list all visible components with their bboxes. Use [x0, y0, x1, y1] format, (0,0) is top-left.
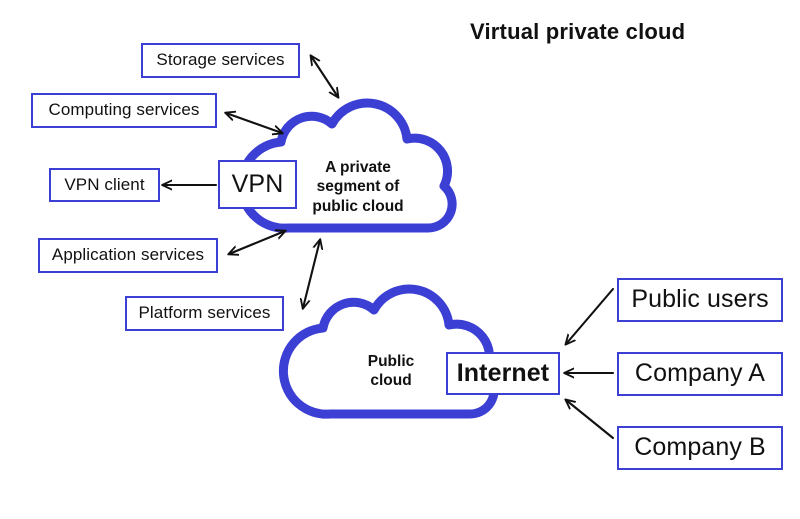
- page-title: Virtual private cloud: [470, 19, 686, 44]
- node-vpn[interactable]: VPN: [218, 160, 297, 209]
- node-platform-services[interactable]: Platform services: [125, 296, 284, 331]
- node-internet[interactable]: Internet: [446, 352, 560, 395]
- connector-company-b-to-internet: [566, 400, 615, 440]
- node-computing-services[interactable]: Computing services: [31, 93, 217, 128]
- node-storage-services[interactable]: Storage services: [141, 43, 300, 78]
- public-cloud-label: Public cloud: [345, 352, 437, 391]
- private-cloud-label-line-2: segment of: [316, 178, 400, 196]
- node-public-users[interactable]: Public users: [617, 278, 783, 322]
- connector-public-users-to-internet: [566, 287, 615, 344]
- node-vpn-client[interactable]: VPN client: [49, 168, 160, 202]
- node-company-b[interactable]: Company B: [617, 426, 783, 470]
- public-cloud-label-line-2: cloud: [370, 372, 412, 390]
- private-cloud-label: A private segment of public cloud: [303, 158, 413, 216]
- private-cloud-label-line-3: public cloud: [312, 197, 404, 215]
- node-application-services[interactable]: Application services: [38, 238, 218, 273]
- node-company-a[interactable]: Company A: [617, 352, 783, 396]
- connector-storage-services: [311, 56, 338, 97]
- connector-platform-services: [303, 240, 320, 308]
- public-cloud-label-line-1: Public: [367, 353, 415, 370]
- private-cloud-label-line-1: A private: [325, 159, 391, 176]
- connector-computing-services: [226, 113, 282, 133]
- connector-application-services: [229, 231, 285, 254]
